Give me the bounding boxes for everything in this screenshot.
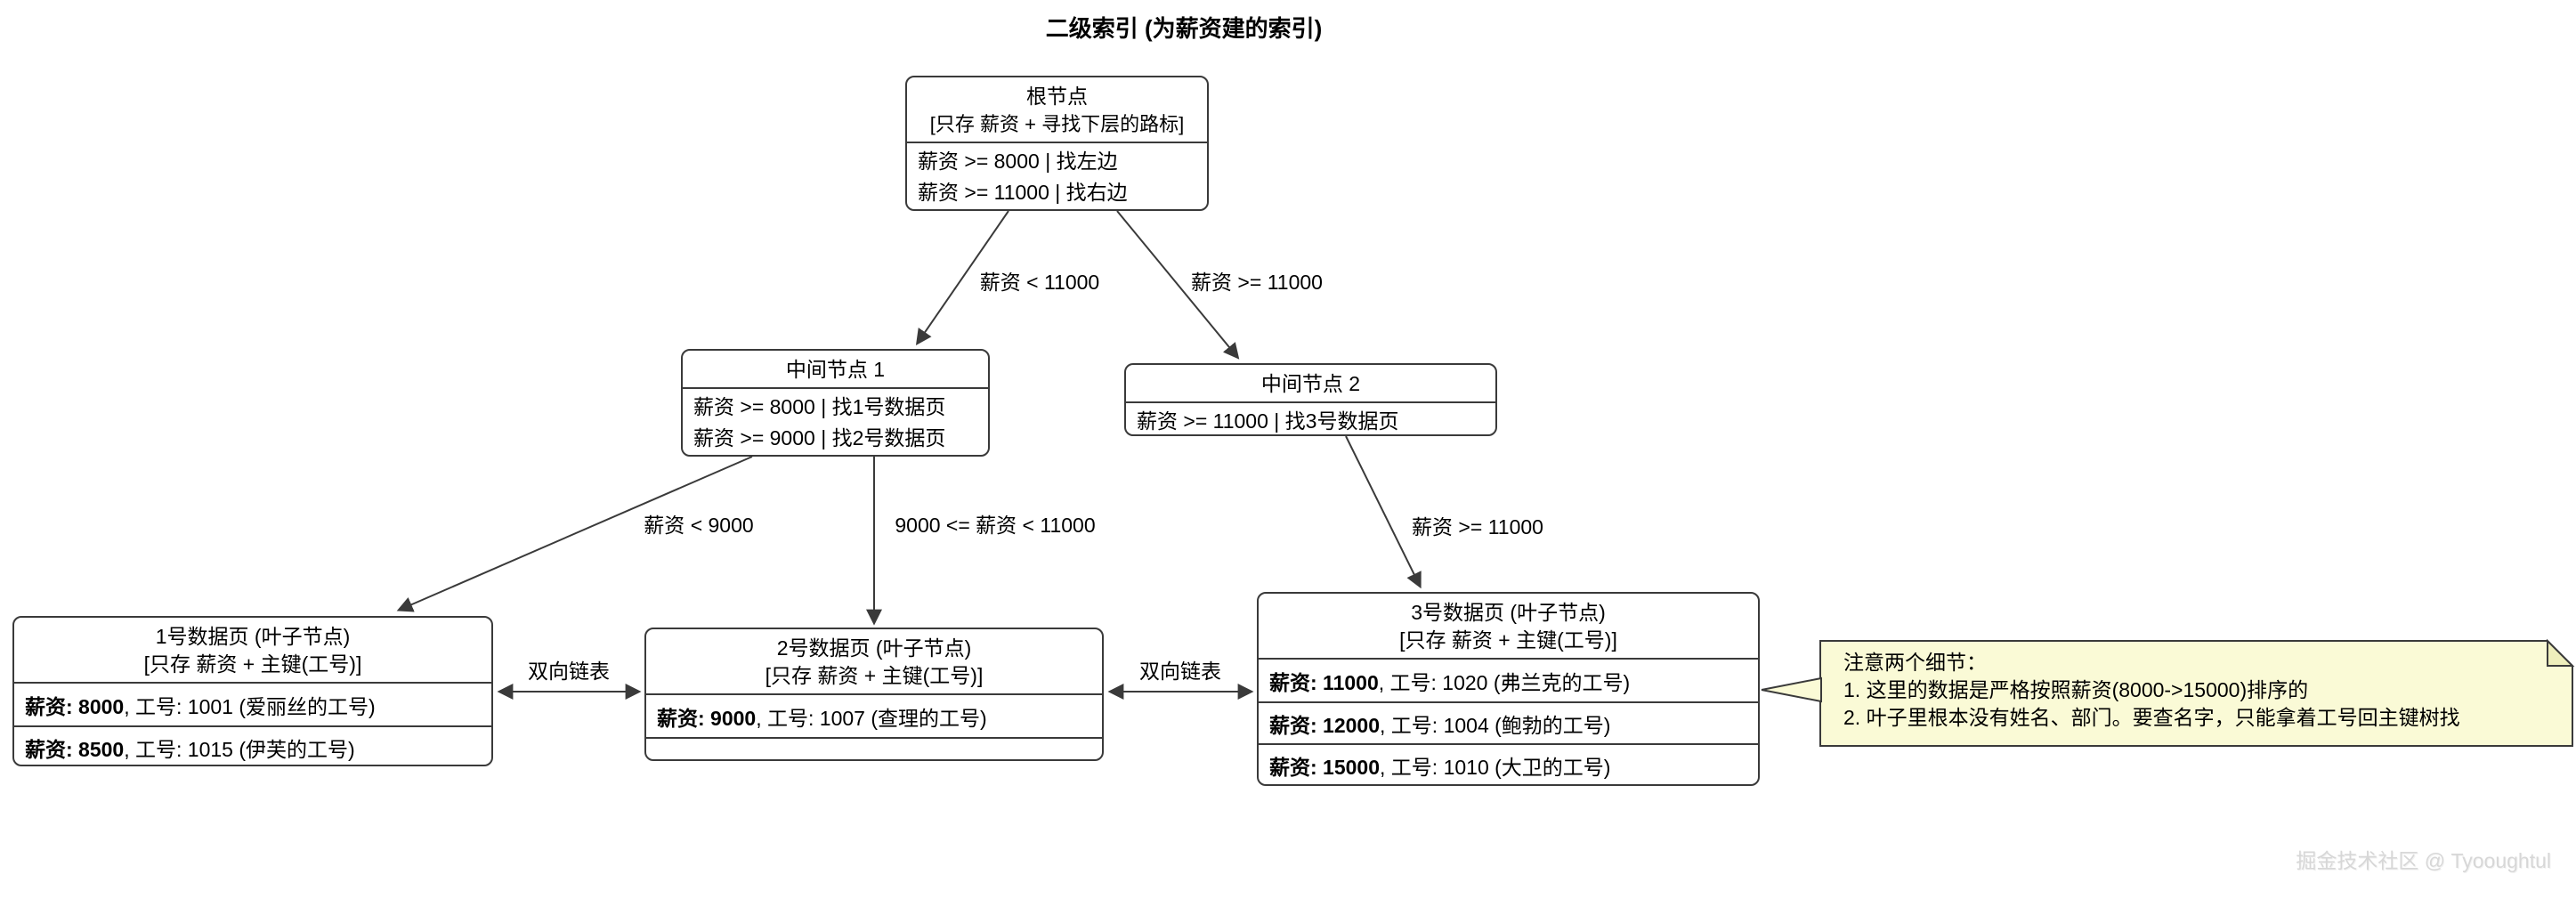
node-leaf2-subtitle: [只存 薪资 + 主键(工号)] <box>765 664 984 687</box>
edge-root-mid1 <box>915 210 1009 345</box>
node-root: 根节点 [只存 薪资 + 寻找下层的路标] 薪资 >= 8000 | 找左边 薪… <box>905 76 1209 211</box>
edge-label-salary-9000-to-11000: 9000 <= 薪资 < 11000 <box>892 508 1098 539</box>
leaf2-record-1: 薪资: 9000, 工号: 1007 (查理的工号) <box>657 706 987 730</box>
node-leaf2-title: 2号数据页 (叶子节点) <box>776 636 972 660</box>
edge-label-salary-lt-11000: 薪资 < 11000 <box>976 265 1103 296</box>
leaf1-record-2: 薪资: 8500, 工号: 1015 (伊芙的工号) <box>14 725 491 765</box>
leaf1-record-1: 薪资: 8000, 工号: 1001 (爱丽丝的工号) <box>25 694 376 718</box>
edge-mid2-leaf3 <box>1345 435 1422 589</box>
node-leaf2: 2号数据页 (叶子节点) [只存 薪资 + 主键(工号)] 薪资: 9000, … <box>644 628 1104 761</box>
node-leaf3-title: 3号数据页 (叶子节点) <box>1411 601 1606 624</box>
edge-label-salary-lt-9000: 薪资 < 9000 <box>641 508 757 539</box>
node-mid1-title: 中间节点 1 <box>785 358 886 381</box>
watermark: 掘金技术社区 @ Tyooughtul <box>2296 849 2551 872</box>
node-root-subtitle: [只存 薪资 + 寻找下层的路标] <box>929 113 1185 135</box>
node-root-rule-1: 薪资 >= 8000 | 找左边 <box>918 150 1118 173</box>
edge-root-mid2 <box>1116 210 1240 360</box>
note-line-3: 2. 叶子里根本没有姓名、部门。要查名字，只能拿着工号回主键树找 <box>1843 706 2460 729</box>
note-line-1: 注意两个细节： <box>1843 651 1987 674</box>
leaf3-record-3: 薪资: 15000, 工号: 1010 (大卫的工号) <box>1259 743 1758 784</box>
edge-label-doubly-linked-list-1: 双向链表 <box>525 654 612 684</box>
node-mid1-rule-2: 薪资 >= 9000 | 找2号数据页 <box>693 426 946 450</box>
leaf3-record-1: 薪资: 11000, 工号: 1020 (弗兰克的工号) <box>1269 670 1631 694</box>
note-fold <box>2547 638 2575 667</box>
edge-label-doubly-linked-list-2: 双向链表 <box>1137 654 1224 684</box>
node-root-title: 根节点 <box>1026 85 1088 108</box>
note: 注意两个细节： 1. 这里的数据是严格按照薪资(8000->15000)排序的 … <box>1820 641 2572 746</box>
node-leaf3-subtitle: [只存 薪资 + 主键(工号)] <box>1399 628 1617 652</box>
node-mid2-title: 中间节点 2 <box>1260 372 1361 395</box>
node-leaf3-header: 3号数据页 (叶子节点) [只存 薪资 + 主键(工号)] <box>1259 594 1758 660</box>
edge-label-salary-gte-11000: 薪资 >= 11000 <box>1188 265 1325 296</box>
node-mid2-header: 中间节点 2 <box>1126 365 1495 403</box>
node-mid2-rule-1: 薪资 >= 11000 | 找3号数据页 <box>1137 409 1399 433</box>
node-leaf3: 3号数据页 (叶子节点) [只存 薪资 + 主键(工号)] 薪资: 11000,… <box>1257 592 1760 786</box>
node-root-rule-2: 薪资 >= 11000 | 找右边 <box>918 181 1128 204</box>
node-mid1-header: 中间节点 1 <box>683 351 988 389</box>
node-mid1-rule-1: 薪资 >= 8000 | 找1号数据页 <box>693 395 946 418</box>
note-shape <box>1819 640 2573 747</box>
node-leaf1-title: 1号数据页 (叶子节点) <box>155 625 351 648</box>
node-leaf1-subtitle: [只存 薪资 + 主键(工号)] <box>143 652 362 676</box>
note-line-2: 1. 这里的数据是严格按照薪资(8000->15000)排序的 <box>1843 678 2309 701</box>
leaf3-record-2: 薪资: 12000, 工号: 1004 (鲍勃的工号) <box>1259 701 1758 743</box>
node-mid2: 中间节点 2 薪资 >= 11000 | 找3号数据页 <box>1124 363 1497 436</box>
node-mid1: 中间节点 1 薪资 >= 8000 | 找1号数据页 薪资 >= 9000 | … <box>681 349 990 457</box>
node-leaf1-header: 1号数据页 (叶子节点) [只存 薪资 + 主键(工号)] <box>14 618 491 684</box>
note-pointer <box>1761 676 1822 703</box>
node-root-header: 根节点 [只存 薪资 + 寻找下层的路标] <box>907 77 1207 143</box>
leaf2-empty-slot <box>646 737 1102 759</box>
diagram-title: 二级索引 (为薪资建的索引) <box>1045 15 1323 42</box>
edge-label-salary-gte-11000-right: 薪资 >= 11000 <box>1409 510 1546 540</box>
node-leaf1: 1号数据页 (叶子节点) [只存 薪资 + 主键(工号)] 薪资: 8000, … <box>12 616 493 766</box>
edge-mid1-leaf1 <box>396 456 753 612</box>
node-leaf2-header: 2号数据页 (叶子节点) [只存 薪资 + 主键(工号)] <box>646 629 1102 695</box>
